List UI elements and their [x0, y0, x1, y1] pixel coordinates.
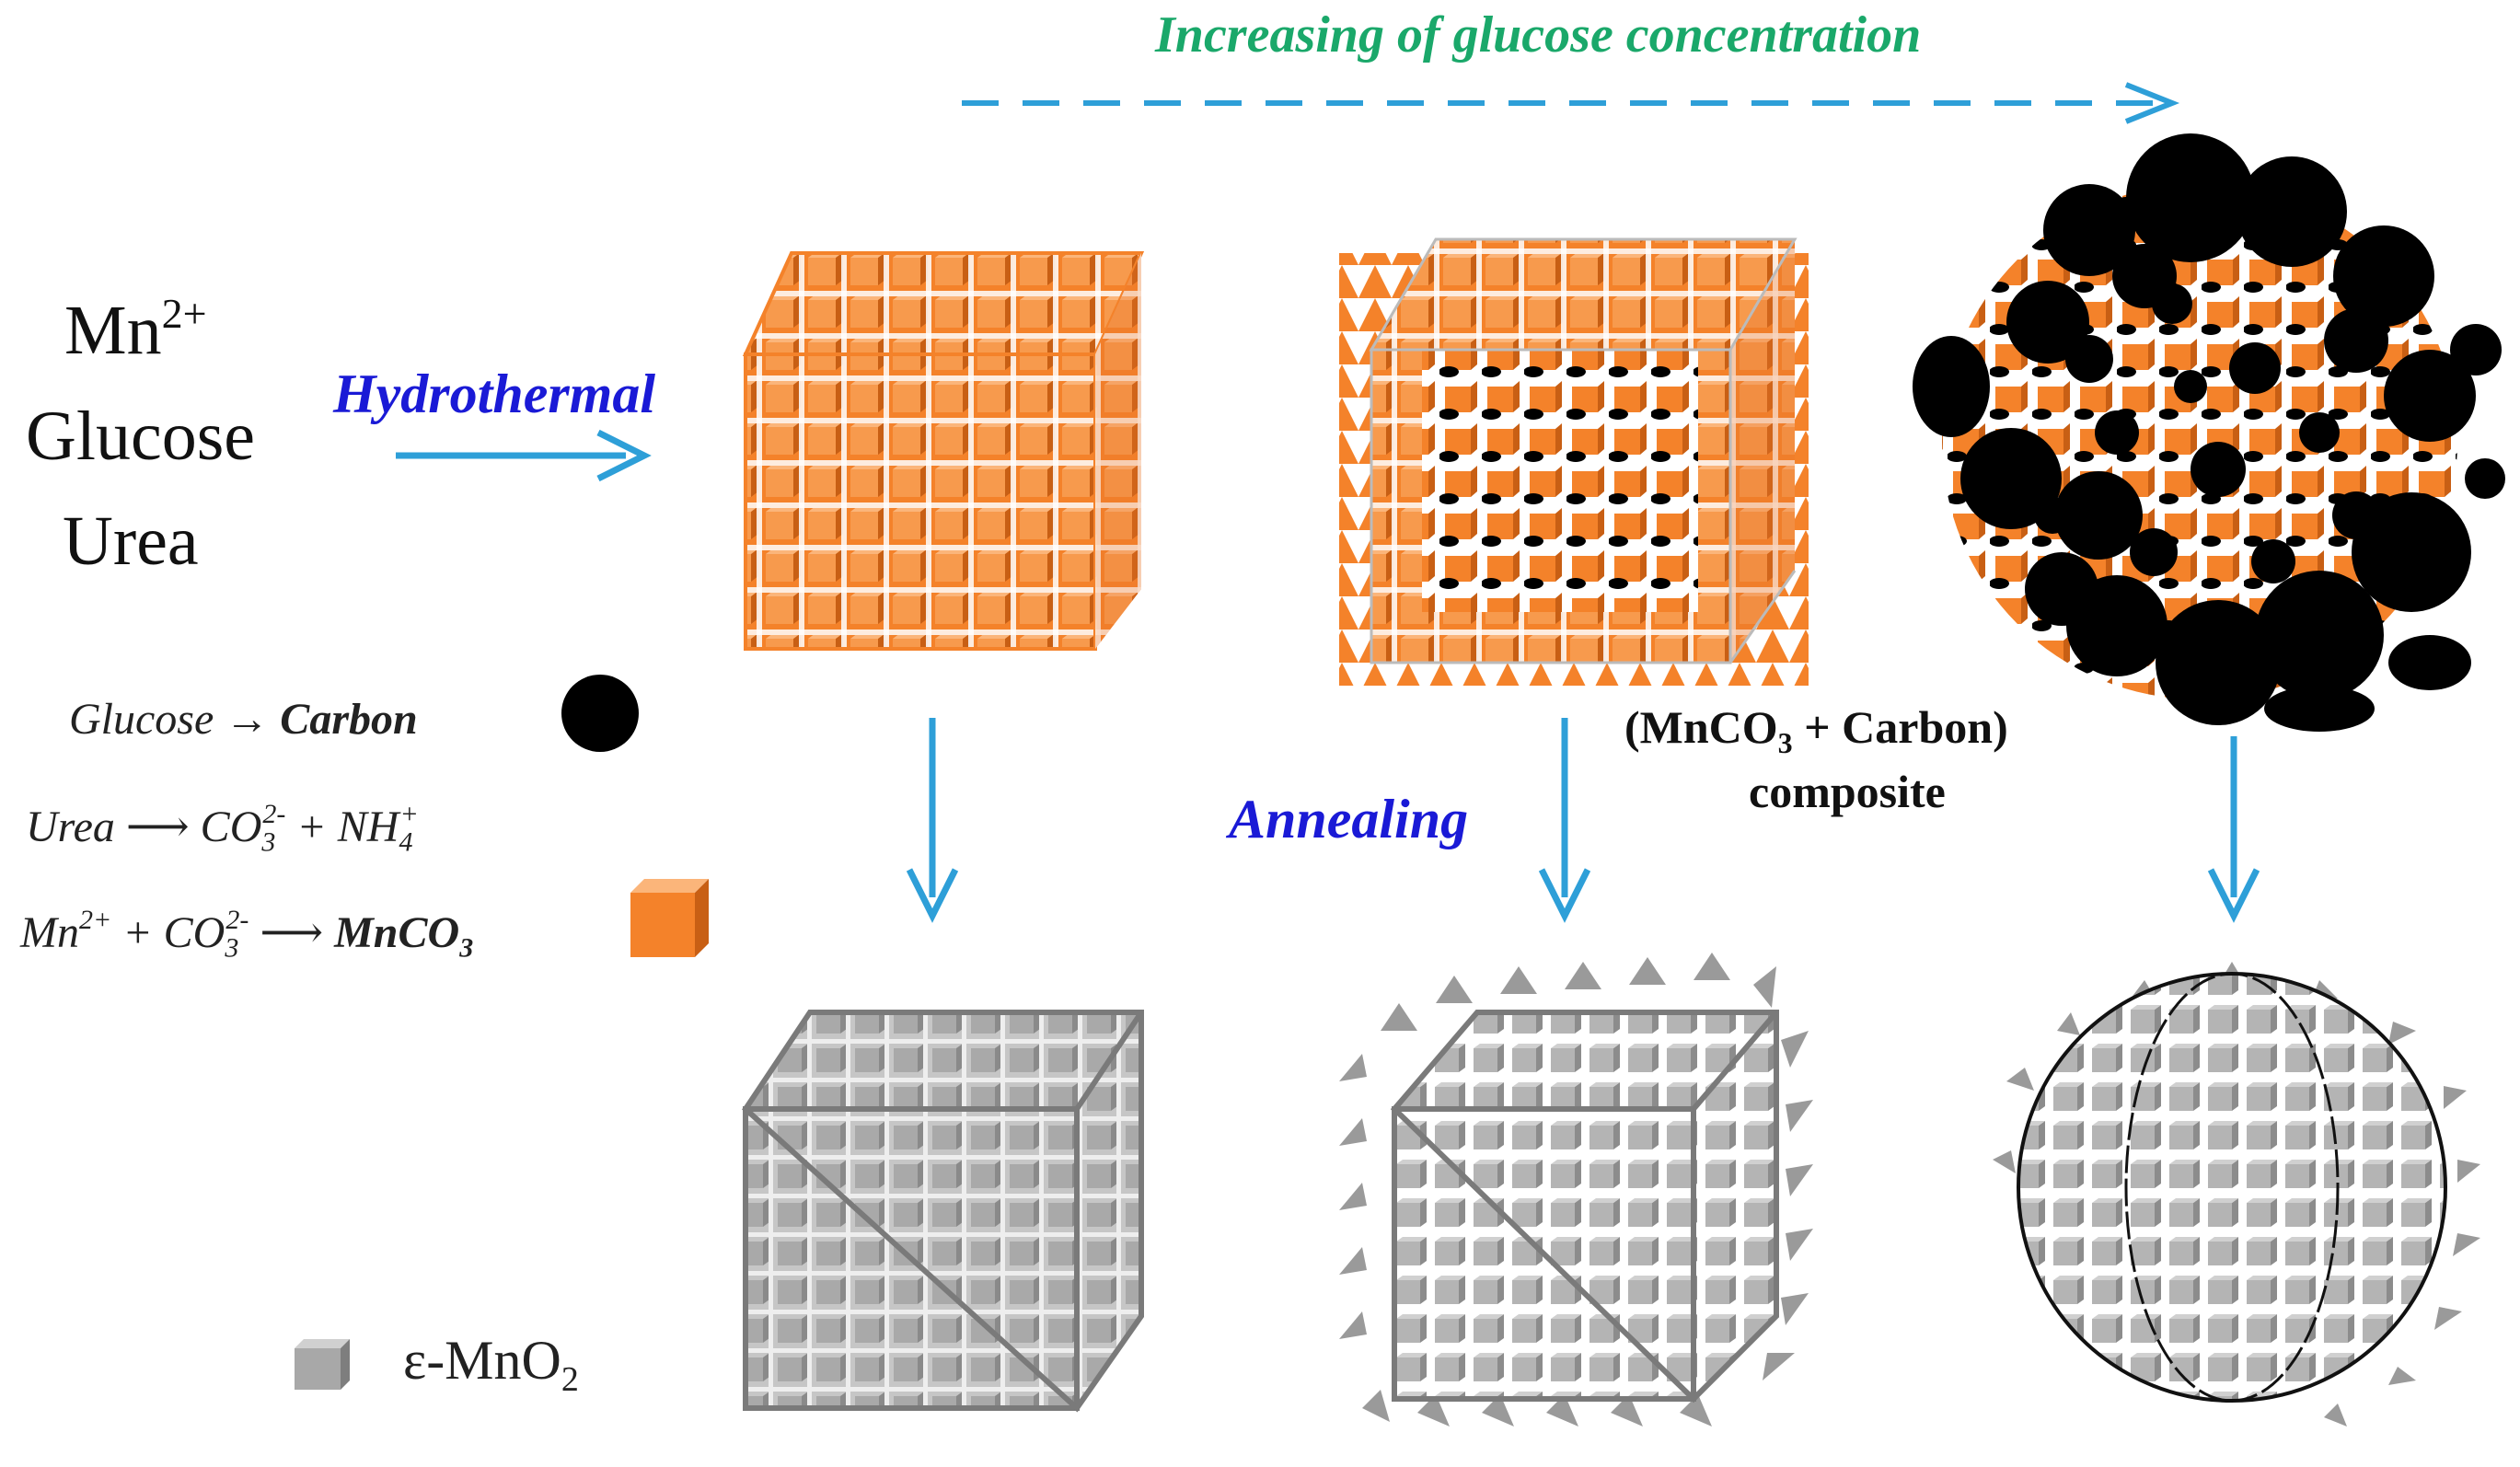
hydrothermal-arrow — [396, 429, 652, 482]
equation-urea-sub4: 4 — [399, 826, 413, 858]
composite-label-line2: composite — [1749, 766, 1946, 817]
equation-urea: Urea ⟶ CO32- + NH4+ — [26, 801, 419, 857]
annealing-label: Annealing — [1229, 789, 1469, 849]
equation-urea-sup-plus: + — [399, 799, 419, 829]
glucose-concentration-label: Increasing of glucose concentration — [1155, 6, 1922, 64]
mno2-legend-sub: 2 — [561, 1360, 579, 1399]
mno2-legend-icon — [295, 1339, 350, 1390]
hydrothermal-label: Hydrothermal — [333, 364, 656, 424]
carbon-legend-icon — [561, 675, 639, 752]
mno2-cube-solid — [742, 1010, 1144, 1413]
equation-mn-rhs-sub: 3 — [459, 932, 474, 964]
mnco3-cube-solid — [742, 251, 1145, 651]
mno2-legend-label: ε-MnO2 — [403, 1333, 579, 1397]
equation-urea-lhs: Urea ⟶ CO — [26, 803, 262, 851]
mno2-legend-prefix: ε-MnO — [403, 1330, 561, 1391]
composite-line1-sub: 3 — [1777, 726, 1793, 759]
equation-mn-sup2: 2- — [225, 905, 249, 935]
down-arrow-2 — [1538, 718, 1591, 923]
equation-urea-sub3: 3 — [261, 826, 276, 858]
equation-glucose-rhs: Carbon — [280, 695, 418, 744]
equation-mn-arrow: ⟶ — [249, 908, 335, 957]
reactant-glucose: Glucose — [26, 398, 256, 475]
equation-mn: Mn2+ + CO32- ⟶ MnCO3 — [20, 907, 473, 963]
equation-mn-sub3: 3 — [225, 932, 239, 964]
down-arrow-1 — [906, 718, 959, 923]
reactant-urea: Urea — [63, 502, 199, 580]
equation-glucose: Glucose → Carbon — [69, 698, 418, 742]
composite-line1-b: + Carbon) — [1792, 701, 2008, 753]
reactant-mn-text: Mn — [64, 292, 162, 369]
glucose-concentration-arrow — [962, 82, 2180, 124]
reactant-mn: Mn2+ — [64, 290, 207, 366]
equation-urea-sup2: 2- — [262, 799, 286, 829]
equation-mn-mid: + CO — [111, 908, 225, 957]
mnco3-legend-icon — [630, 879, 709, 957]
composite-label-line1: (MnCO3 + Carbon) — [1624, 704, 2008, 757]
equation-mn-sup: 2+ — [78, 905, 112, 935]
equation-urea-mid: + NH — [285, 803, 399, 851]
equation-glucose-lhs: Glucose → — [69, 695, 281, 744]
equation-mn-lhs: Mn — [20, 908, 79, 957]
composite-line1-a: (MnCO — [1624, 701, 1778, 753]
mno2-hollow-sphere — [1993, 962, 2480, 1427]
equation-mn-rhs: MnCO — [334, 908, 460, 957]
mno2-cube-hollow — [1339, 953, 1813, 1427]
mnco3-cube-spiky — [1339, 237, 1809, 686]
mnco3-carbon-composite — [1913, 133, 2505, 732]
down-arrow-3 — [2207, 736, 2260, 923]
reactant-mn-charge: 2+ — [161, 290, 207, 337]
